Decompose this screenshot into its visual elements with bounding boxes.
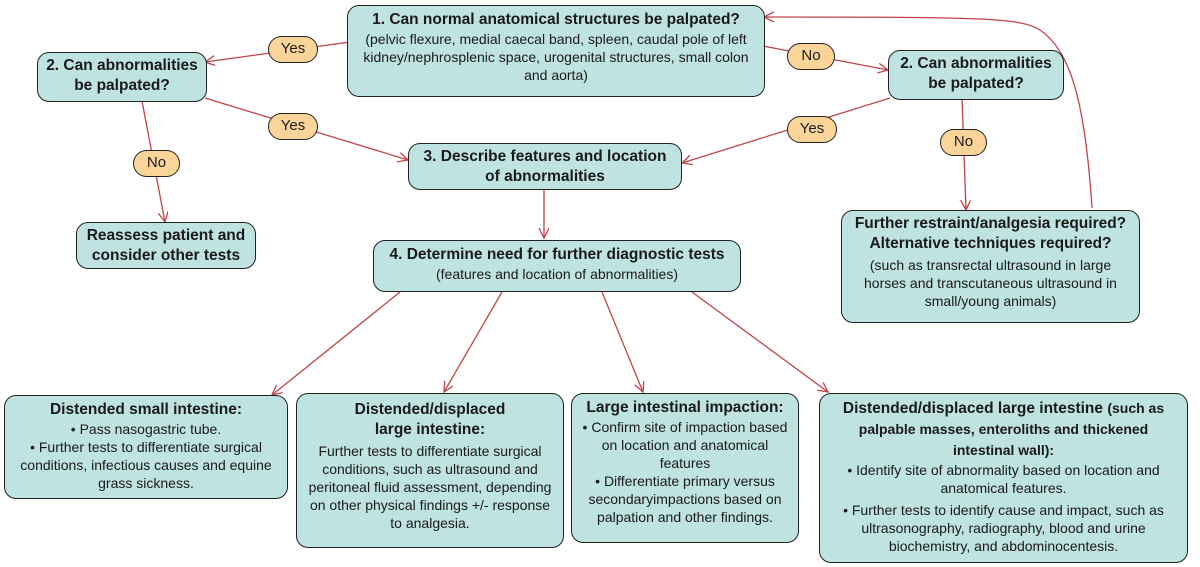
node-q2-left-title: 2. Can abnormalities be palpated? [46, 57, 198, 94]
node-large-title: Distended/displaced large intestine: [354, 401, 506, 438]
node-distended-large-intestine: Distended/displaced large intestine: Fur… [296, 393, 564, 548]
node-further-title-2: Alternative techniques required? [869, 235, 1112, 252]
edge-determine-to-impaction [601, 291, 643, 392]
node-small-item-2: Further tests to differentiate surgical … [11, 438, 281, 492]
node-q2-right-title: 2. Can abnormalities be palpated? [900, 55, 1052, 92]
node-masses-title-extra: (such as palpable masses, enteroliths an… [858, 400, 1165, 458]
node-describe-features: 3. Describe features and location of abn… [408, 143, 682, 190]
node-large-detail: Further tests to differentiate surgical … [308, 443, 552, 531]
edge-q2-right-to-describe [682, 97, 891, 163]
node-reassess-patient: Reassess patient and consider other test… [76, 222, 256, 269]
node-reassess-title: Reassess patient and consider other test… [86, 227, 246, 264]
node-describe-title: 3. Describe features and location of abn… [423, 148, 667, 185]
edge-label-yes-left: Yes [268, 36, 318, 63]
edge-determine-to-large [444, 291, 503, 392]
edge-label-no-left: No [133, 150, 180, 177]
node-impaction-list: Confirm site of impaction based on locat… [578, 418, 792, 526]
node-distended-small-intestine: Distended small intestine: Pass nasogast… [4, 395, 288, 499]
node-determine-title: 4. Determine need for further diagnostic… [389, 246, 725, 263]
node-small-list: Pass nasogastric tube. Further tests to … [11, 420, 281, 492]
node-impaction-item-2: Differentiate primary versus secondaryim… [578, 472, 792, 526]
node-masses-item-2: Further tests to identify cause and impa… [828, 501, 1179, 555]
node-masses-title-main: Distended/displaced large intestine [842, 400, 1103, 417]
node-masses-item-1: Identify site of abnormality based on lo… [828, 461, 1179, 497]
node-q1-palpate-normal: 1. Can normal anatomical structures be p… [347, 5, 765, 97]
node-impaction-item-1: Confirm site of impaction based on locat… [578, 418, 792, 472]
edge-determine-to-small [272, 291, 401, 395]
node-q2-left-abnormalities: 2. Can abnormalities be palpated? [37, 52, 207, 102]
node-masses-list: Identify site of abnormality based on lo… [828, 461, 1179, 555]
node-small-title: Distended small intestine: [49, 401, 243, 418]
node-determine-tests: 4. Determine need for further diagnostic… [373, 240, 741, 292]
node-determine-detail: (features and location of abnormalities) [435, 266, 679, 282]
node-further-detail: (such as transrectal ultrasound in large… [864, 257, 1117, 309]
edge-label-yes-middle: Yes [268, 113, 318, 140]
node-impaction-title: Large intestinal impaction: [586, 399, 784, 416]
node-q1-title: 1. Can normal anatomical structures be p… [372, 11, 740, 28]
node-masses-title: Distended/displaced large intestine (suc… [828, 398, 1179, 461]
node-small-item-1: Pass nasogastric tube. [11, 420, 281, 438]
node-large-intestinal-impaction: Large intestinal impaction: Confirm site… [571, 393, 799, 543]
node-further-restraint: Further restraint/analgesia required? Al… [841, 210, 1140, 323]
node-q1-detail: (pelvic flexure, medial caecal band, spl… [363, 31, 749, 83]
node-palpable-masses: Distended/displaced large intestine (suc… [819, 393, 1188, 563]
edge-further-to-q1 [764, 17, 1093, 209]
node-further-title-1: Further restraint/analgesia required? [854, 215, 1127, 232]
edge-label-yes-right: Yes [787, 116, 837, 143]
edge-label-no-right-down: No [940, 129, 987, 156]
edge-determine-to-masses [691, 291, 828, 392]
edge-label-no-right: No [787, 43, 835, 70]
node-q2-right-abnormalities: 2. Can abnormalities be palpated? [888, 50, 1064, 100]
